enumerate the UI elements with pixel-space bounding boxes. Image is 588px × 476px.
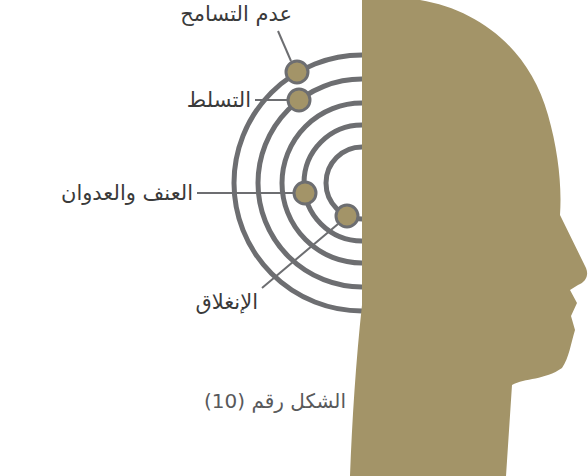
leader-line bbox=[278, 31, 291, 61]
leader-line bbox=[197, 192, 293, 194]
callout-label: العنف والعدوان bbox=[61, 180, 193, 206]
leader-lines bbox=[197, 31, 338, 288]
callout-label: التسلط bbox=[187, 87, 251, 113]
head-silhouette bbox=[350, 0, 587, 476]
ring-arcs bbox=[234, 55, 362, 311]
leader-line bbox=[255, 99, 287, 101]
figure-caption: الشكل رقم (10) bbox=[204, 388, 346, 414]
ring-dot bbox=[286, 61, 308, 83]
ring-dot bbox=[288, 89, 310, 111]
ring-dot bbox=[294, 182, 316, 204]
ring-arc bbox=[304, 125, 362, 241]
ring-arc bbox=[282, 103, 362, 263]
callout-label: عدم التسامح bbox=[180, 1, 292, 27]
ring-dots bbox=[286, 61, 358, 227]
ring-arc bbox=[258, 79, 362, 287]
callout-label: الإنغلاق bbox=[195, 289, 258, 315]
ring-dot bbox=[336, 205, 358, 227]
leader-line bbox=[262, 224, 338, 288]
ring-arc bbox=[234, 55, 362, 311]
